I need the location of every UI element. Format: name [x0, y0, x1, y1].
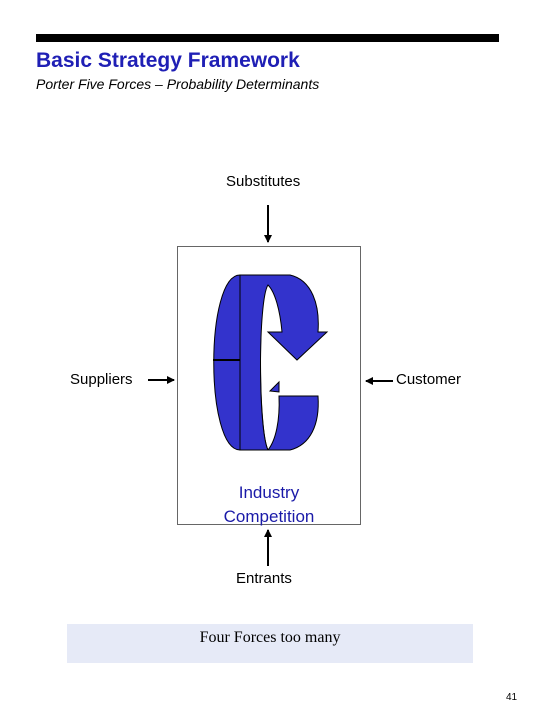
entrants-label: Entrants — [236, 570, 292, 587]
header-rule — [36, 34, 499, 42]
customer-label: Customer — [396, 371, 462, 388]
industry-competition-box — [177, 246, 361, 525]
page-title: Basic Strategy Framework — [36, 49, 300, 72]
suppliers-label: Suppliers — [70, 371, 133, 388]
cycle-arrow-icon — [213, 274, 329, 451]
industry-competition-label: Industry Competition — [177, 481, 361, 529]
page-subtitle: Porter Five Forces – Probability Determi… — [36, 76, 320, 92]
substitutes-label: Substitutes — [226, 173, 301, 190]
note-text: Four Forces too many — [199, 629, 341, 646]
page-number: 41 — [506, 692, 518, 703]
note-box — [67, 624, 473, 663]
industry-label-line1: Industry — [238, 483, 300, 502]
industry-label-line2: Competition — [223, 507, 315, 526]
